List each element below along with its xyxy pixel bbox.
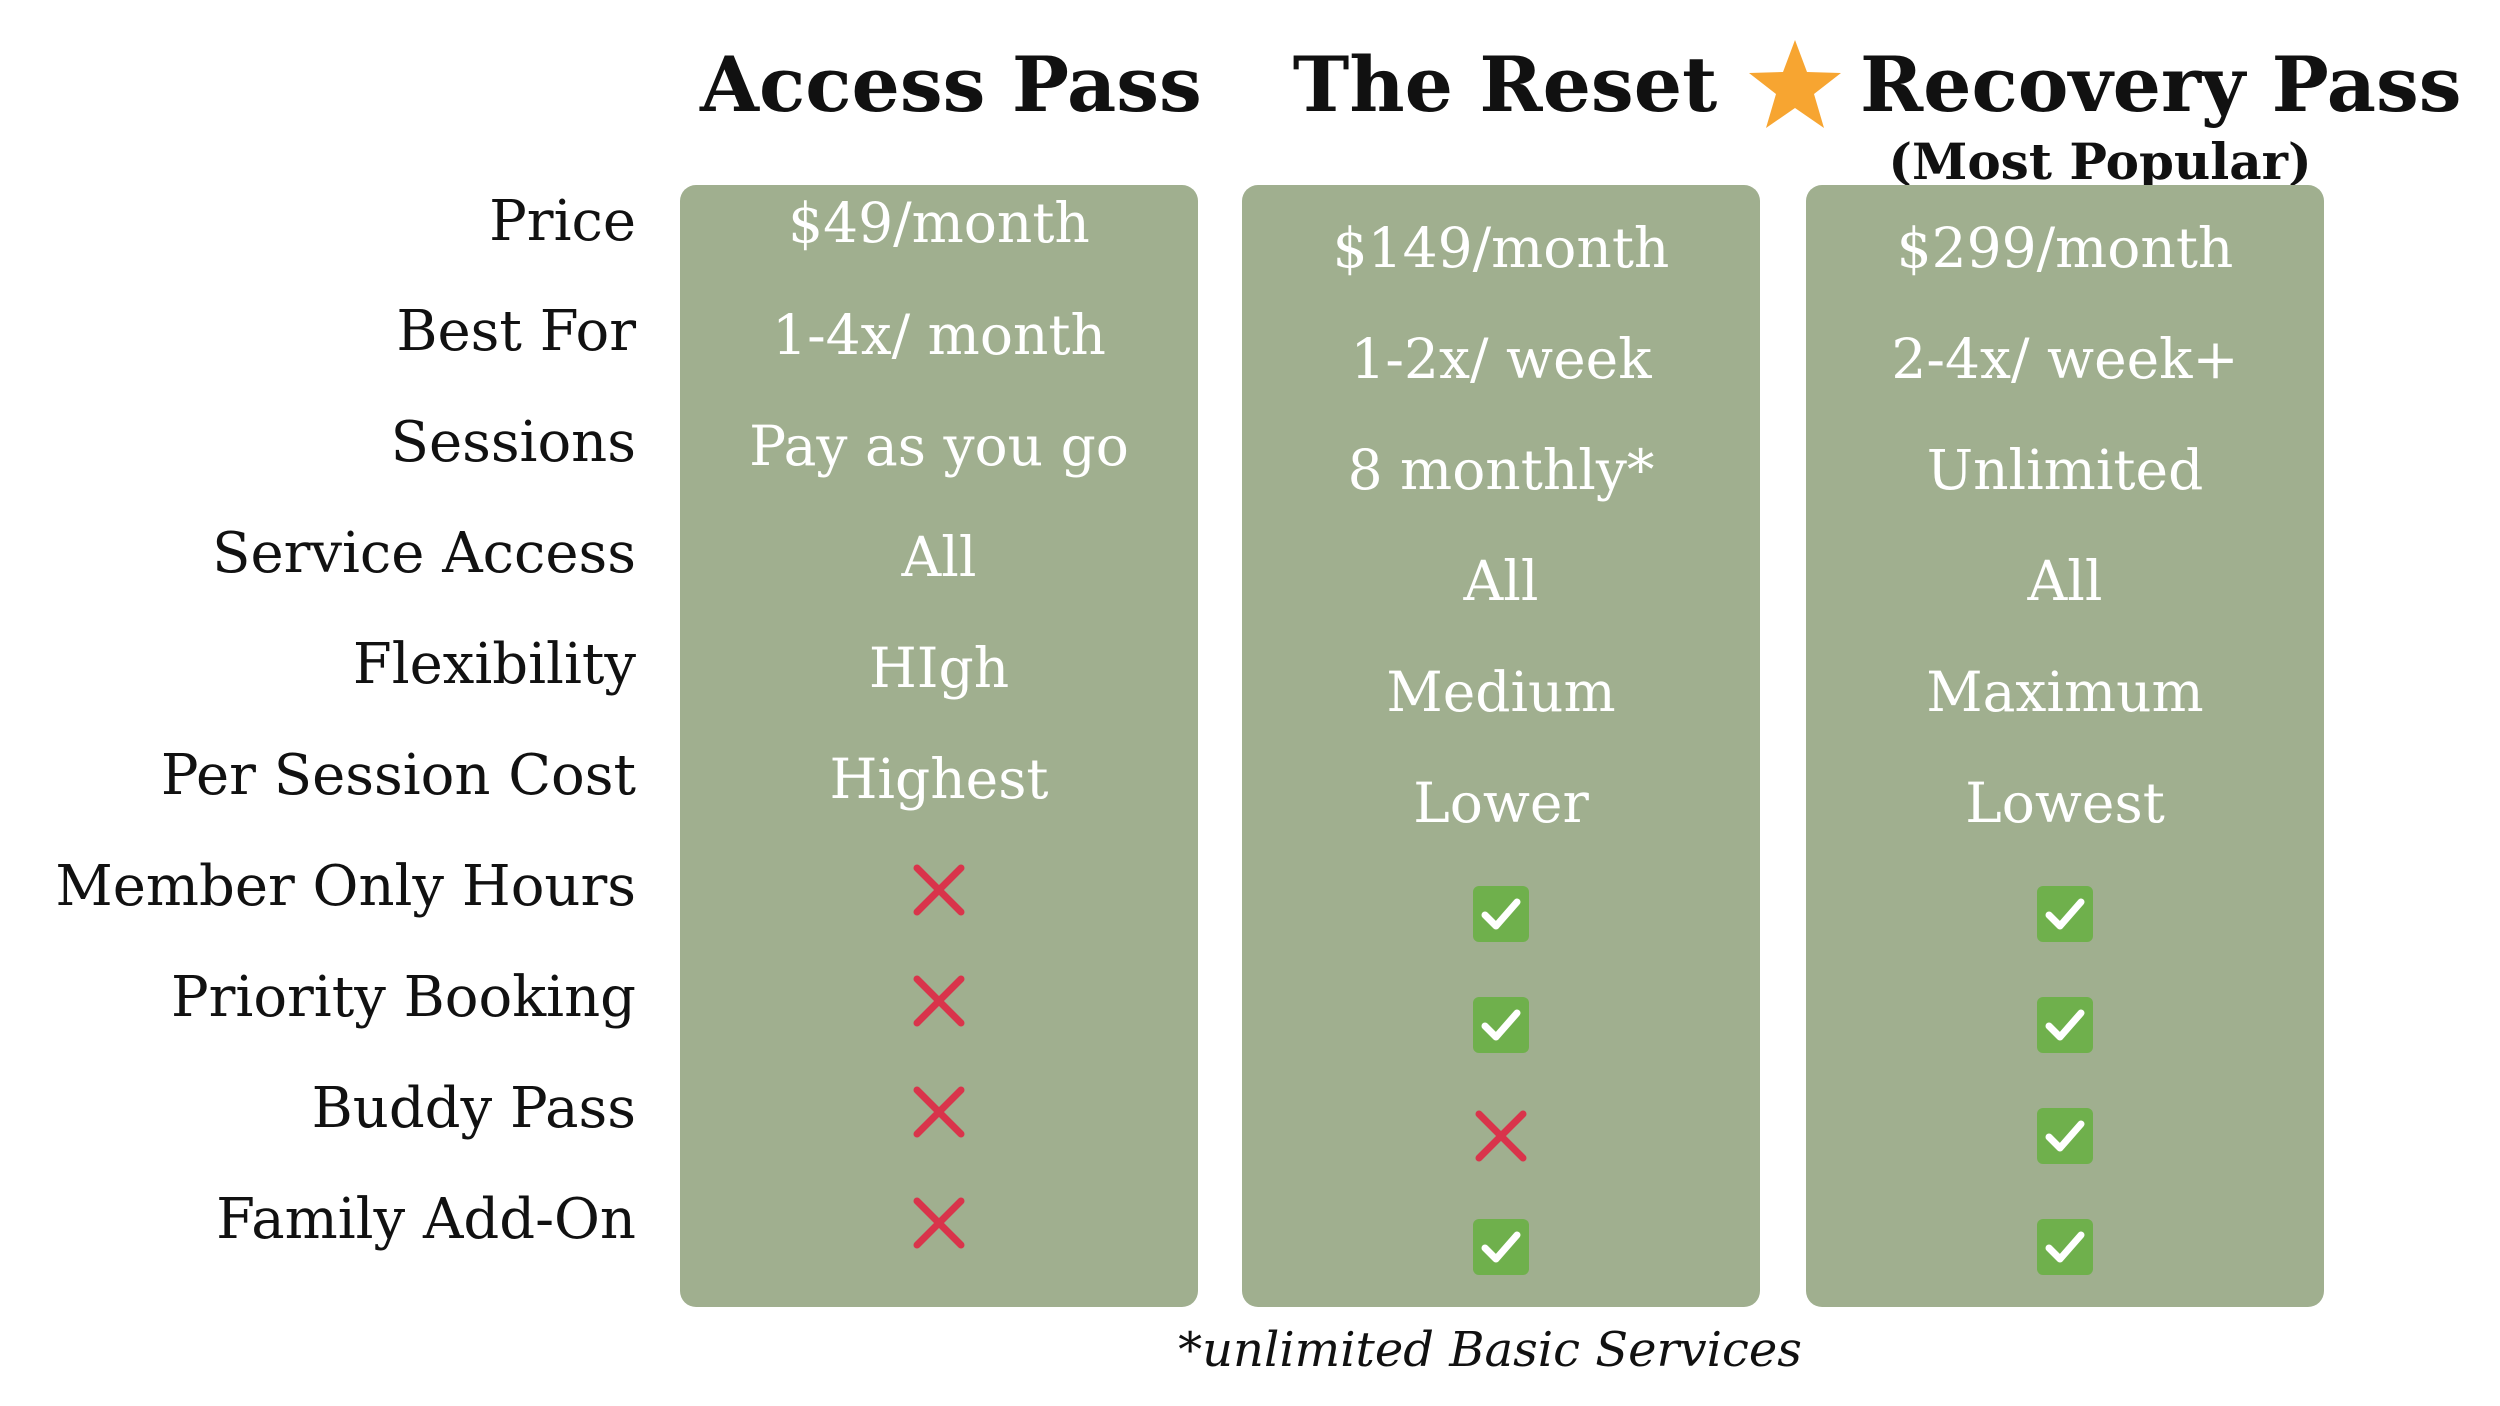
row-label: Buddy Pass [311,1076,636,1141]
check-icon [2037,997,2093,1053]
x-icon [913,864,965,916]
row-label: Family Add-On [216,1187,636,1252]
plan-cell: $299/month [1896,216,2234,280]
plan-cell [1242,1209,1760,1285]
x-icon [1475,1110,1527,1162]
plan-cell: 8 monthly* [1347,438,1655,502]
plan-title-the-reset: The Reset [1292,40,1718,129]
plan-cell [680,963,1198,1039]
plan-cell: 2-4x/ week+ [1891,327,2239,391]
plan-cell: Highest [829,747,1049,811]
most-popular-badge: (Most Popular) [1888,132,2312,191]
plan-cell [1806,1098,2324,1174]
check-icon [2037,1108,2093,1164]
row-label: Member Only Hours [55,854,636,919]
plan-cell [1242,1098,1760,1174]
row-label: Price [489,189,636,254]
row-label: Flexibility [352,632,636,697]
row-label: Sessions [390,410,636,475]
plan-cell: Lowest [1965,771,2165,835]
star-icon [1749,40,1841,128]
plan-cell: HIgh [868,636,1010,700]
plan-title-recovery-pass: Recovery Pass [1860,40,2462,129]
plan-cell: $149/month [1332,216,1670,280]
plan-cell: $49/month [788,191,1090,255]
plan-cell: All [2027,549,2103,613]
plan-cell: Pay as you go [749,414,1129,478]
plan-cell [680,852,1198,928]
plan-title-access-pass: Access Pass [700,40,1202,129]
plan-cell: Maximum [1926,660,2204,724]
plan-cell: 1-4x/ month [772,303,1106,367]
plan-cell: Medium [1386,660,1616,724]
row-label: Per Session Cost [160,743,636,808]
plan-cell: All [901,525,977,589]
check-icon [2037,1219,2093,1275]
x-icon [913,1197,965,1249]
check-icon [2037,886,2093,942]
plan-cell [1242,987,1760,1063]
plan-cell [1806,876,2324,952]
x-icon [913,975,965,1027]
plan-cell [1806,1209,2324,1285]
check-icon [1473,1219,1529,1275]
x-icon [913,1086,965,1138]
row-label: Priority Booking [170,965,636,1030]
plan-cell [1806,987,2324,1063]
row-label: Service Access [212,521,636,586]
footnote: *unlimited Basic Services [1178,1322,1802,1378]
plan-cell [1242,876,1760,952]
plan-cell: All [1463,549,1539,613]
plan-cell: Unlimited [1926,438,2204,502]
plan-cell: 1-2x/ week [1350,327,1652,391]
plan-cell: Lower [1413,771,1589,835]
check-icon [1473,997,1529,1053]
plan-cell [680,1074,1198,1150]
plan-cell [680,1185,1198,1261]
check-icon [1473,886,1529,942]
row-label: Best For [396,299,636,364]
